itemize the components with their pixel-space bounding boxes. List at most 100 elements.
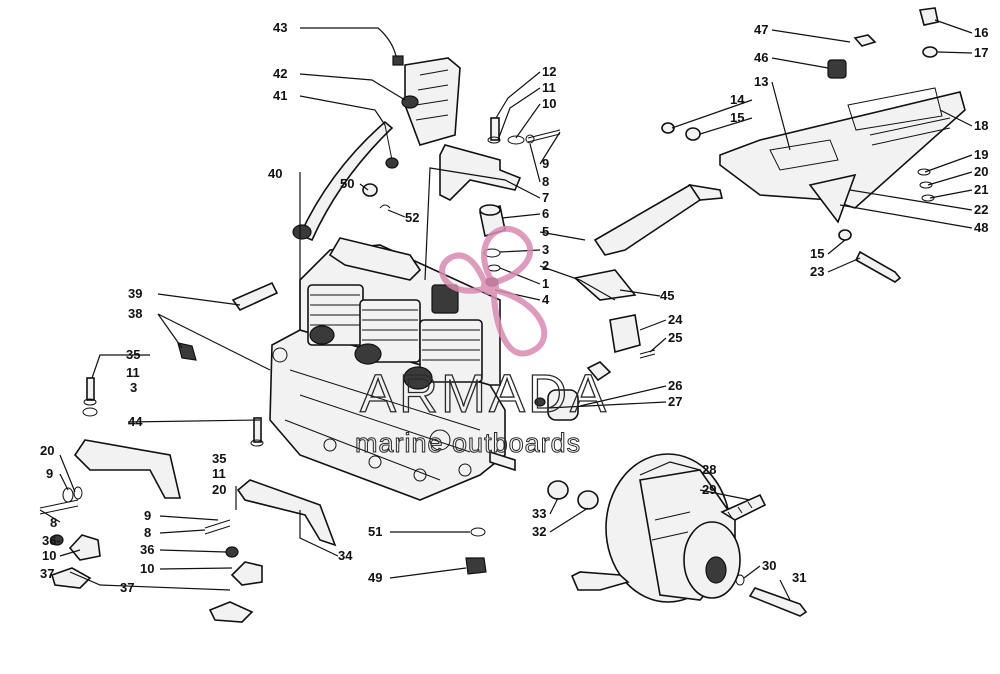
callout-27: 27	[668, 394, 682, 409]
callout-16: 16	[974, 25, 988, 40]
intake-manifold	[328, 237, 422, 281]
callout-17: 17	[974, 45, 988, 60]
washer-51	[470, 527, 486, 537]
cap-46	[827, 59, 847, 79]
armada-watermark: ARMADA marine outboards	[355, 225, 609, 459]
callout-8-top: 8	[542, 174, 549, 189]
callout-9-left: 9	[46, 466, 53, 481]
knob-16	[918, 7, 939, 26]
propeller-logo-icon	[439, 225, 548, 357]
spacer-15	[685, 127, 701, 141]
bushing-26	[547, 389, 579, 421]
callout-9-center: 9	[144, 508, 151, 523]
brace-48	[808, 173, 857, 224]
callout-13: 13	[754, 74, 768, 89]
left-mount-pad	[51, 534, 101, 589]
callout-20-center: 20	[212, 482, 226, 497]
callout-25: 25	[668, 330, 682, 345]
callout-14: 14	[730, 92, 745, 107]
callout-51: 51	[368, 524, 382, 539]
callout-28: 28	[702, 462, 716, 477]
clutch-bolt-31	[748, 587, 808, 617]
callout-36-left: 36	[42, 533, 56, 548]
callout-19: 19	[974, 147, 988, 162]
watermark-brand: ARMADA	[360, 364, 609, 424]
callout-32: 32	[532, 524, 546, 539]
center-mount-pad	[208, 561, 263, 623]
crankshaft-end	[489, 450, 516, 472]
callout-35-center: 35	[212, 451, 226, 466]
bolt-8b	[204, 519, 231, 535]
callout-5: 5	[542, 224, 549, 239]
callout-50: 50	[340, 176, 354, 191]
drive-belt-rear	[720, 493, 767, 521]
decal-13	[769, 139, 839, 171]
cylinder-head-2	[354, 299, 421, 365]
nut-49	[465, 557, 487, 575]
decal-18	[847, 87, 943, 131]
bracket-38	[177, 342, 197, 361]
callout-11-center: 11	[212, 466, 226, 481]
drive-belt-front	[570, 571, 630, 591]
bolt-35b	[253, 417, 262, 443]
callout-10-center: 10	[140, 561, 154, 576]
callout-35-left: 35	[126, 347, 140, 362]
callout-22: 22	[974, 202, 988, 217]
callout-40: 40	[268, 166, 282, 181]
callout-46: 46	[754, 50, 768, 65]
callout-12: 12	[542, 64, 556, 79]
callout-10-top: 10	[542, 96, 556, 111]
plate-27	[586, 361, 612, 382]
drive-clutch	[605, 453, 741, 603]
bolt-35a	[86, 377, 95, 401]
callout-2: 2	[542, 258, 549, 273]
callout-4: 4	[542, 292, 550, 307]
leader-lines	[39, 19, 973, 601]
callout-37-center: 37	[120, 580, 134, 595]
washer-30	[735, 574, 745, 586]
bolt-12	[490, 117, 500, 141]
callout-36-center: 36	[140, 542, 154, 557]
watermark-tagline: marine outboards	[355, 428, 581, 458]
carburetor	[431, 284, 459, 314]
callout-6: 6	[542, 206, 549, 221]
callout-11-left: 11	[126, 365, 140, 380]
left-engine-bracket	[73, 439, 182, 499]
torque-arm	[593, 184, 701, 256]
engine-assembly	[269, 237, 516, 501]
callout-44: 44	[128, 414, 143, 429]
callout-15-right: 15	[810, 246, 824, 261]
cylinder-head-3	[403, 319, 483, 390]
callout-7: 7	[542, 190, 549, 205]
clip-43	[392, 55, 404, 66]
center-engine-bracket	[236, 479, 337, 547]
callout-33: 33	[532, 506, 546, 521]
callout-3-left: 3	[130, 380, 137, 395]
callout-15-top: 15	[730, 110, 744, 125]
bolt-8a	[39, 499, 79, 515]
spacer-15b	[838, 229, 852, 241]
callout-31: 31	[792, 570, 806, 585]
bolt-23	[854, 250, 902, 283]
callout-18: 18	[974, 118, 988, 133]
callout-29: 29	[702, 482, 716, 497]
callout-1: 1	[542, 276, 549, 291]
callout-34: 34	[338, 548, 353, 563]
spacer-32	[577, 490, 599, 510]
callout-8-center: 8	[144, 525, 151, 540]
clip-52	[379, 204, 391, 209]
callout-21: 21	[974, 182, 988, 197]
callout-43: 43	[273, 20, 287, 35]
cylinder-head-1	[307, 284, 364, 346]
callout-20-left: 20	[40, 443, 54, 458]
washer-17	[922, 46, 938, 58]
callout-39: 39	[128, 286, 142, 301]
gasket-45	[573, 269, 637, 301]
nut-47	[853, 34, 877, 47]
nut-14	[661, 122, 675, 134]
callout-10-left: 10	[42, 548, 56, 563]
callout-42: 42	[273, 66, 287, 81]
callout-47: 47	[754, 22, 768, 37]
callout-20-right: 20	[974, 164, 988, 179]
